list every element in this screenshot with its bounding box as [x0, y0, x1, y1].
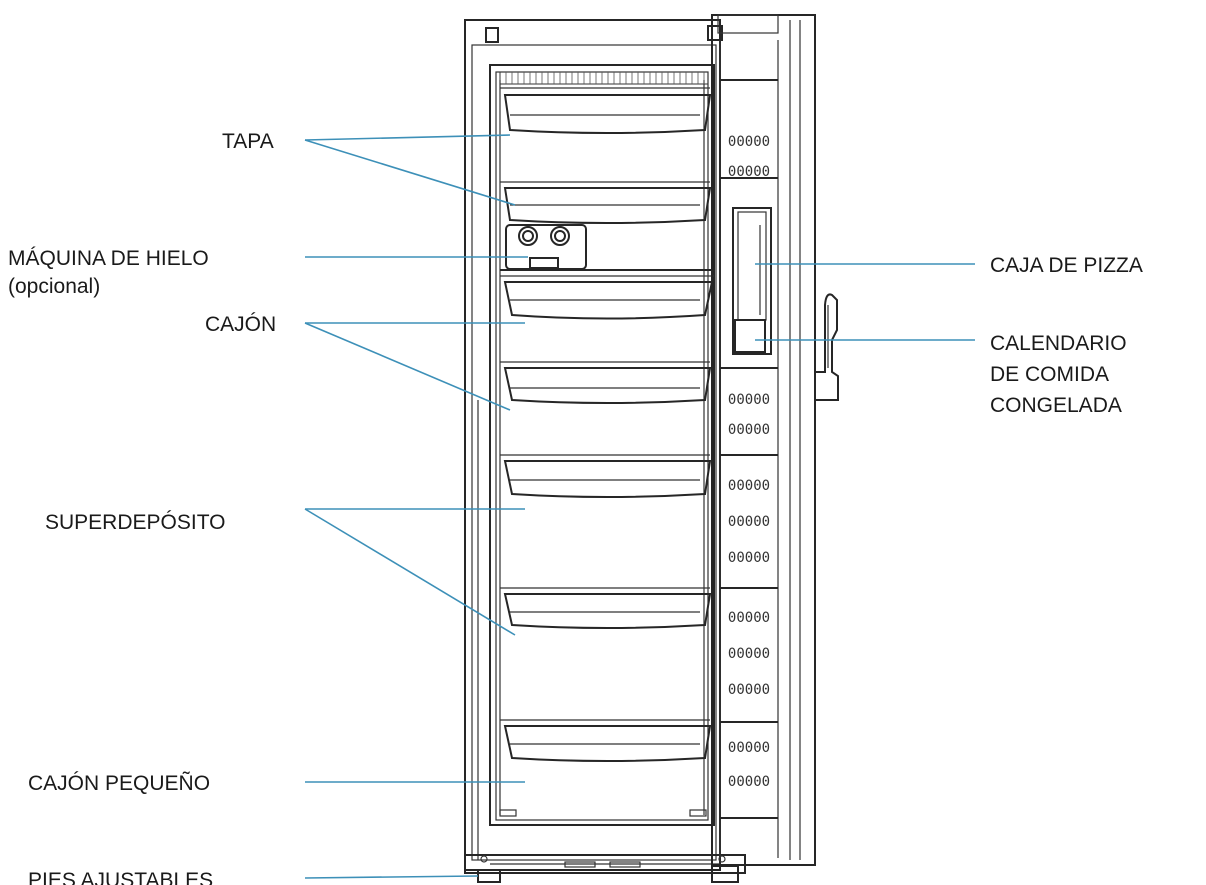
- door-bin-label: 00000: [728, 646, 770, 662]
- door-bin-label: 00000: [728, 164, 770, 180]
- ice-maker: [505, 224, 587, 270]
- label-caja-pizza: CAJA DE PIZZA: [990, 254, 1143, 277]
- label-tapa: TAPA: [222, 130, 274, 153]
- door-bin-label: 00000: [728, 134, 770, 150]
- ice-shelf: [500, 269, 714, 277]
- label-pies-ajustables: PIES AJUSTABLES: [28, 869, 213, 885]
- leader-cajon-2: [304, 322, 511, 411]
- basket-cajon-1: [503, 281, 714, 320]
- label-ice-maker-note: (opcional): [8, 275, 100, 298]
- label-cajon-pequeno: CAJÓN PEQUEÑO: [28, 771, 210, 795]
- label-superdeposito: SUPERDEPÓSITO: [45, 511, 226, 534]
- door-bin-label: 00000: [728, 610, 770, 626]
- door-bin-label: 00000: [728, 478, 770, 494]
- ice-grid-frame: [499, 71, 709, 85]
- frozen-food-calendar: [734, 319, 766, 353]
- door-handle: [814, 293, 839, 401]
- door-bin-label: 00000: [728, 550, 770, 566]
- door-bin-dividers: [720, 79, 778, 819]
- door-bin-label: 00000: [728, 740, 770, 756]
- freezer-cabinet: [464, 19, 723, 871]
- leader-tapa-2: [304, 139, 516, 206]
- door-bin-label: 00000: [728, 514, 770, 530]
- leader-super-2: [304, 508, 516, 636]
- door-bin-label: 00000: [728, 774, 770, 790]
- basket-cajon-2: [500, 361, 712, 404]
- leader-lines: [304, 134, 975, 879]
- basket-super-1: [500, 454, 712, 498]
- label-cajon: CAJÓN: [205, 313, 276, 336]
- leader-pies: [304, 875, 479, 879]
- basket-tapa-1: [500, 87, 712, 134]
- callout-labels: TAPA MÁQUINA DE HIELO (opcional) CAJÓN S…: [8, 130, 1143, 885]
- ice-grid: [499, 71, 709, 85]
- basket-small: [500, 719, 712, 762]
- label-calendario-1: CALENDARIO: [990, 332, 1127, 355]
- label-calendario-3: CONGELADA: [990, 394, 1122, 417]
- label-calendario-2: DE COMIDA: [990, 363, 1109, 386]
- door-bin-label: 00000: [728, 682, 770, 698]
- door-bin-labels: 00000 00000 00000 00000 00000 00000 0000…: [728, 134, 770, 790]
- door-bin-label: 00000: [728, 392, 770, 408]
- basket-tapa-2: [500, 181, 712, 224]
- basket-super-2: [500, 587, 712, 629]
- base-feet: [464, 854, 746, 883]
- leader-tapa-1: [304, 134, 511, 141]
- label-ice-maker: MÁQUINA DE HIELO: [8, 247, 209, 270]
- door-bin-label: 00000: [728, 422, 770, 438]
